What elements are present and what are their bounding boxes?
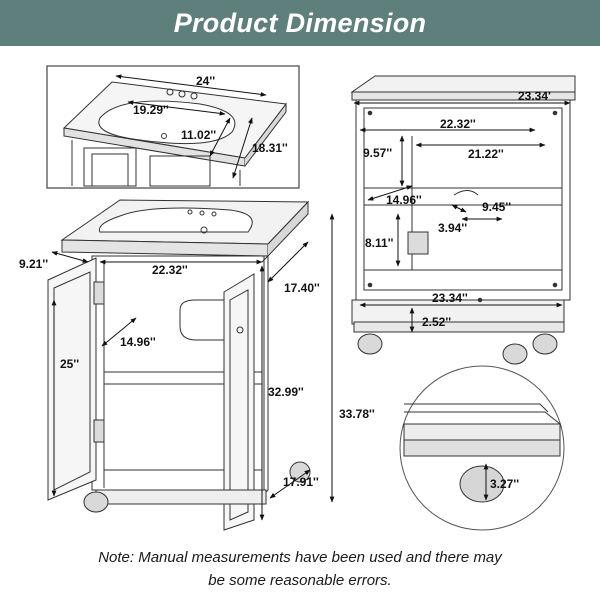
footer-note: Note: Manual measurements have been used… <box>0 546 600 592</box>
dim-top-width: 24'' <box>196 74 215 88</box>
front-view <box>47 199 311 531</box>
inset-top-view: 24'' 19.29'' 11.02'' 18.31'' <box>46 65 300 189</box>
dim-rear-side-height: 9.57'' <box>363 146 392 160</box>
dim-rear-top-width: 23.34' <box>518 89 551 103</box>
dim-basin-width: 19.29'' <box>133 103 169 117</box>
dim-rear-cutout: 9.45'' <box>482 200 511 214</box>
dim-base-depth: 17.91'' <box>283 475 319 489</box>
footer-note-line-1: Note: Manual measurements have been used… <box>98 549 502 566</box>
title-banner: Product Dimension <box>0 0 600 46</box>
dim-basin-depth: 11.02'' <box>181 128 216 142</box>
dim-cabinet-height: 32.99'' <box>268 385 304 399</box>
dim-door-height: 25'' <box>60 357 79 371</box>
page-title: Product Dimension <box>173 7 427 38</box>
dim-rear-shelf-depth: 14.96'' <box>386 193 422 207</box>
dim-front-inner-width: 22.32'' <box>152 263 188 277</box>
dim-rear-base-width: 23.34'' <box>432 291 468 305</box>
dim-foot-height: 3.27'' <box>490 477 519 491</box>
dim-rear-lower-height: 8.11'' <box>365 236 394 250</box>
dim-front-shelf-depth: 14.96'' <box>120 335 156 349</box>
dim-top-depth: 18.31'' <box>252 141 288 155</box>
dim-rear-plinth: 2.52'' <box>422 315 451 329</box>
dim-door-depth: 9.21'' <box>19 257 48 271</box>
footer-note-line-2: be some reasonable errors. <box>208 572 392 589</box>
dim-rear-inner-width: 22.32'' <box>440 117 476 131</box>
foot-detail <box>399 365 565 531</box>
dim-side-depth: 17.40'' <box>284 281 320 295</box>
dim-total-height: 33.78'' <box>339 407 375 421</box>
dim-rear-inner-width-2: 21.22'' <box>468 147 504 161</box>
dim-rear-cutout-depth: 3.94'' <box>438 221 467 235</box>
